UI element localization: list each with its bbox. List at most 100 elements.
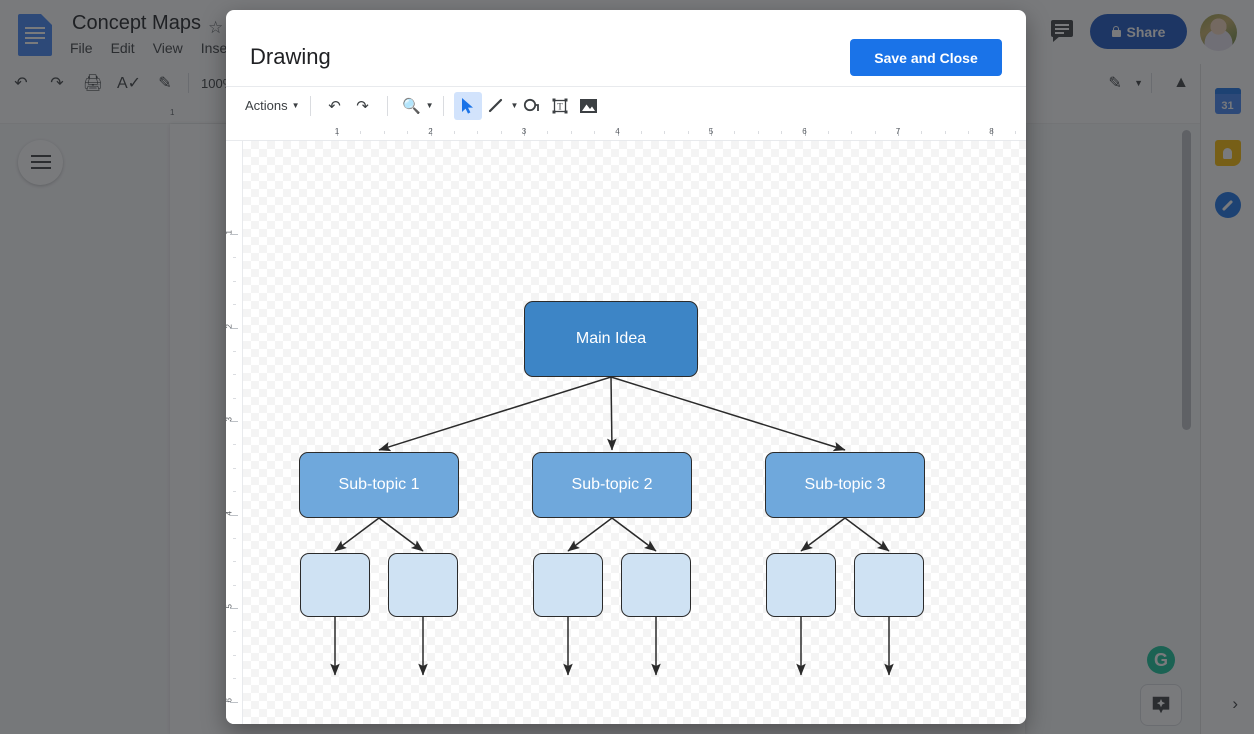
toolbar-divider xyxy=(386,95,388,116)
diagram-connector[interactable] xyxy=(334,517,380,552)
ruler-minor-tick xyxy=(233,304,236,306)
redo-icon[interactable]: ↷ xyxy=(356,97,369,115)
caret-down-icon[interactable]: ▼ xyxy=(425,101,434,110)
diagram-connector[interactable] xyxy=(567,517,613,552)
diagram-node-leaf5[interactable] xyxy=(766,553,836,617)
actions-menu-button[interactable]: Actions ▼ xyxy=(245,98,300,113)
ruler-minor-tick xyxy=(233,467,236,469)
diagram-connector[interactable] xyxy=(610,376,846,452)
ruler-minor-tick xyxy=(570,131,572,134)
ruler-minor-tick xyxy=(664,131,666,134)
ruler-tick xyxy=(230,514,238,516)
diagram-connector[interactable] xyxy=(607,376,617,451)
text-box-icon[interactable]: T xyxy=(546,92,574,120)
diagram-connector[interactable] xyxy=(611,517,657,552)
ruler-tick xyxy=(430,128,432,136)
ruler-minor-tick xyxy=(477,131,479,134)
ruler-tick xyxy=(711,128,712,136)
save-and-close-button[interactable]: Save and Close xyxy=(850,39,1002,76)
ruler-minor-tick xyxy=(233,537,236,539)
ruler-minor-tick xyxy=(968,131,970,134)
modal-title: Drawing xyxy=(250,44,331,69)
ruler-minor-tick xyxy=(360,131,362,134)
line-icon[interactable] xyxy=(482,92,510,120)
ruler-tick xyxy=(898,128,899,136)
ruler-label: 1 xyxy=(226,230,234,234)
diagram-connector[interactable] xyxy=(800,517,846,552)
select-arrow-icon[interactable] xyxy=(454,91,483,120)
ruler-label: 3 xyxy=(521,127,527,136)
ruler-minor-tick xyxy=(407,131,409,134)
ruler-minor-tick xyxy=(233,257,236,259)
ruler-label: 4 xyxy=(226,511,234,515)
ruler-minor-tick xyxy=(233,678,236,680)
ruler-minor-tick xyxy=(640,131,642,134)
diagram-connector[interactable] xyxy=(378,376,612,452)
ruler-label: 4 xyxy=(615,127,620,136)
ruler-tick xyxy=(230,234,238,235)
ruler-tick xyxy=(991,128,993,136)
ruler-minor-tick xyxy=(233,584,236,586)
diagram-node-leaf4[interactable] xyxy=(621,553,691,617)
ruler-minor-tick xyxy=(233,631,236,633)
diagram-node-leaf1[interactable] xyxy=(300,553,370,617)
connector-layer xyxy=(330,376,894,676)
image-glyph xyxy=(579,98,597,113)
textbox-glyph: T xyxy=(552,98,568,113)
ruler-minor-tick xyxy=(781,131,783,134)
ruler-tick xyxy=(617,128,619,136)
ruler-minor-tick xyxy=(500,131,502,134)
svg-text:T: T xyxy=(558,101,564,111)
zoom-in-icon[interactable]: 🔍 xyxy=(402,97,421,115)
ruler-minor-tick xyxy=(757,131,759,134)
ruler-minor-tick xyxy=(1014,131,1016,134)
ruler-tick xyxy=(524,128,525,136)
undo-icon[interactable]: ↶ xyxy=(328,97,341,115)
ruler-minor-tick xyxy=(233,350,236,352)
ruler-tick xyxy=(804,128,806,136)
ruler-minor-tick xyxy=(874,131,876,134)
diagram-connector[interactable] xyxy=(844,517,890,552)
ruler-tick xyxy=(230,701,238,703)
ruler-label: 8 xyxy=(989,127,994,136)
drawing-modal: Drawing Save and Close Actions ▼ ↶ ↷ 🔍 ▼ xyxy=(226,10,1026,724)
ruler-minor-tick xyxy=(594,131,596,134)
ruler-minor-tick xyxy=(233,654,236,656)
line-glyph xyxy=(489,98,503,112)
diagram-node-main[interactable]: Main Idea xyxy=(524,301,698,377)
diagram-node-sub3[interactable]: Sub-topic 3 xyxy=(765,452,925,518)
ruler-minor-tick xyxy=(233,491,236,493)
diagram-node-sub1[interactable]: Sub-topic 1 xyxy=(299,452,459,518)
ruler-minor-tick xyxy=(233,280,236,282)
caret-down-icon: ▼ xyxy=(291,101,300,110)
toolbar-divider xyxy=(443,95,445,116)
ruler-label: 2 xyxy=(428,127,433,136)
ruler-minor-tick xyxy=(233,397,236,399)
ruler-tick xyxy=(337,128,338,136)
ruler-minor-tick xyxy=(687,131,689,134)
caret-down-icon[interactable]: ▼ xyxy=(510,101,519,110)
ruler-minor-tick xyxy=(827,131,829,134)
ruler-minor-tick xyxy=(851,131,853,134)
toolbar-divider xyxy=(309,95,311,116)
drawing-toolbar: Actions ▼ ↶ ↷ 🔍 ▼ ▼ xyxy=(226,86,1026,124)
ruler-tick xyxy=(230,421,238,422)
diagram-node-leaf3[interactable] xyxy=(533,553,603,617)
actions-label: Actions xyxy=(245,98,288,113)
modal-header: Drawing Save and Close xyxy=(226,10,1026,86)
ruler-tick xyxy=(230,327,238,329)
ruler-minor-tick xyxy=(547,131,549,134)
image-icon[interactable] xyxy=(574,92,602,120)
shape-icon[interactable] xyxy=(518,92,546,120)
ruler-minor-tick xyxy=(453,131,455,134)
diagram-node-leaf6[interactable] xyxy=(854,553,924,617)
diagram-connector[interactable] xyxy=(378,517,424,552)
ruler-label: 6 xyxy=(802,127,807,136)
diagram-node-sub2[interactable]: Sub-topic 2 xyxy=(532,452,692,518)
diagram-node-leaf2[interactable] xyxy=(388,553,458,617)
ruler-minor-tick xyxy=(233,561,236,563)
